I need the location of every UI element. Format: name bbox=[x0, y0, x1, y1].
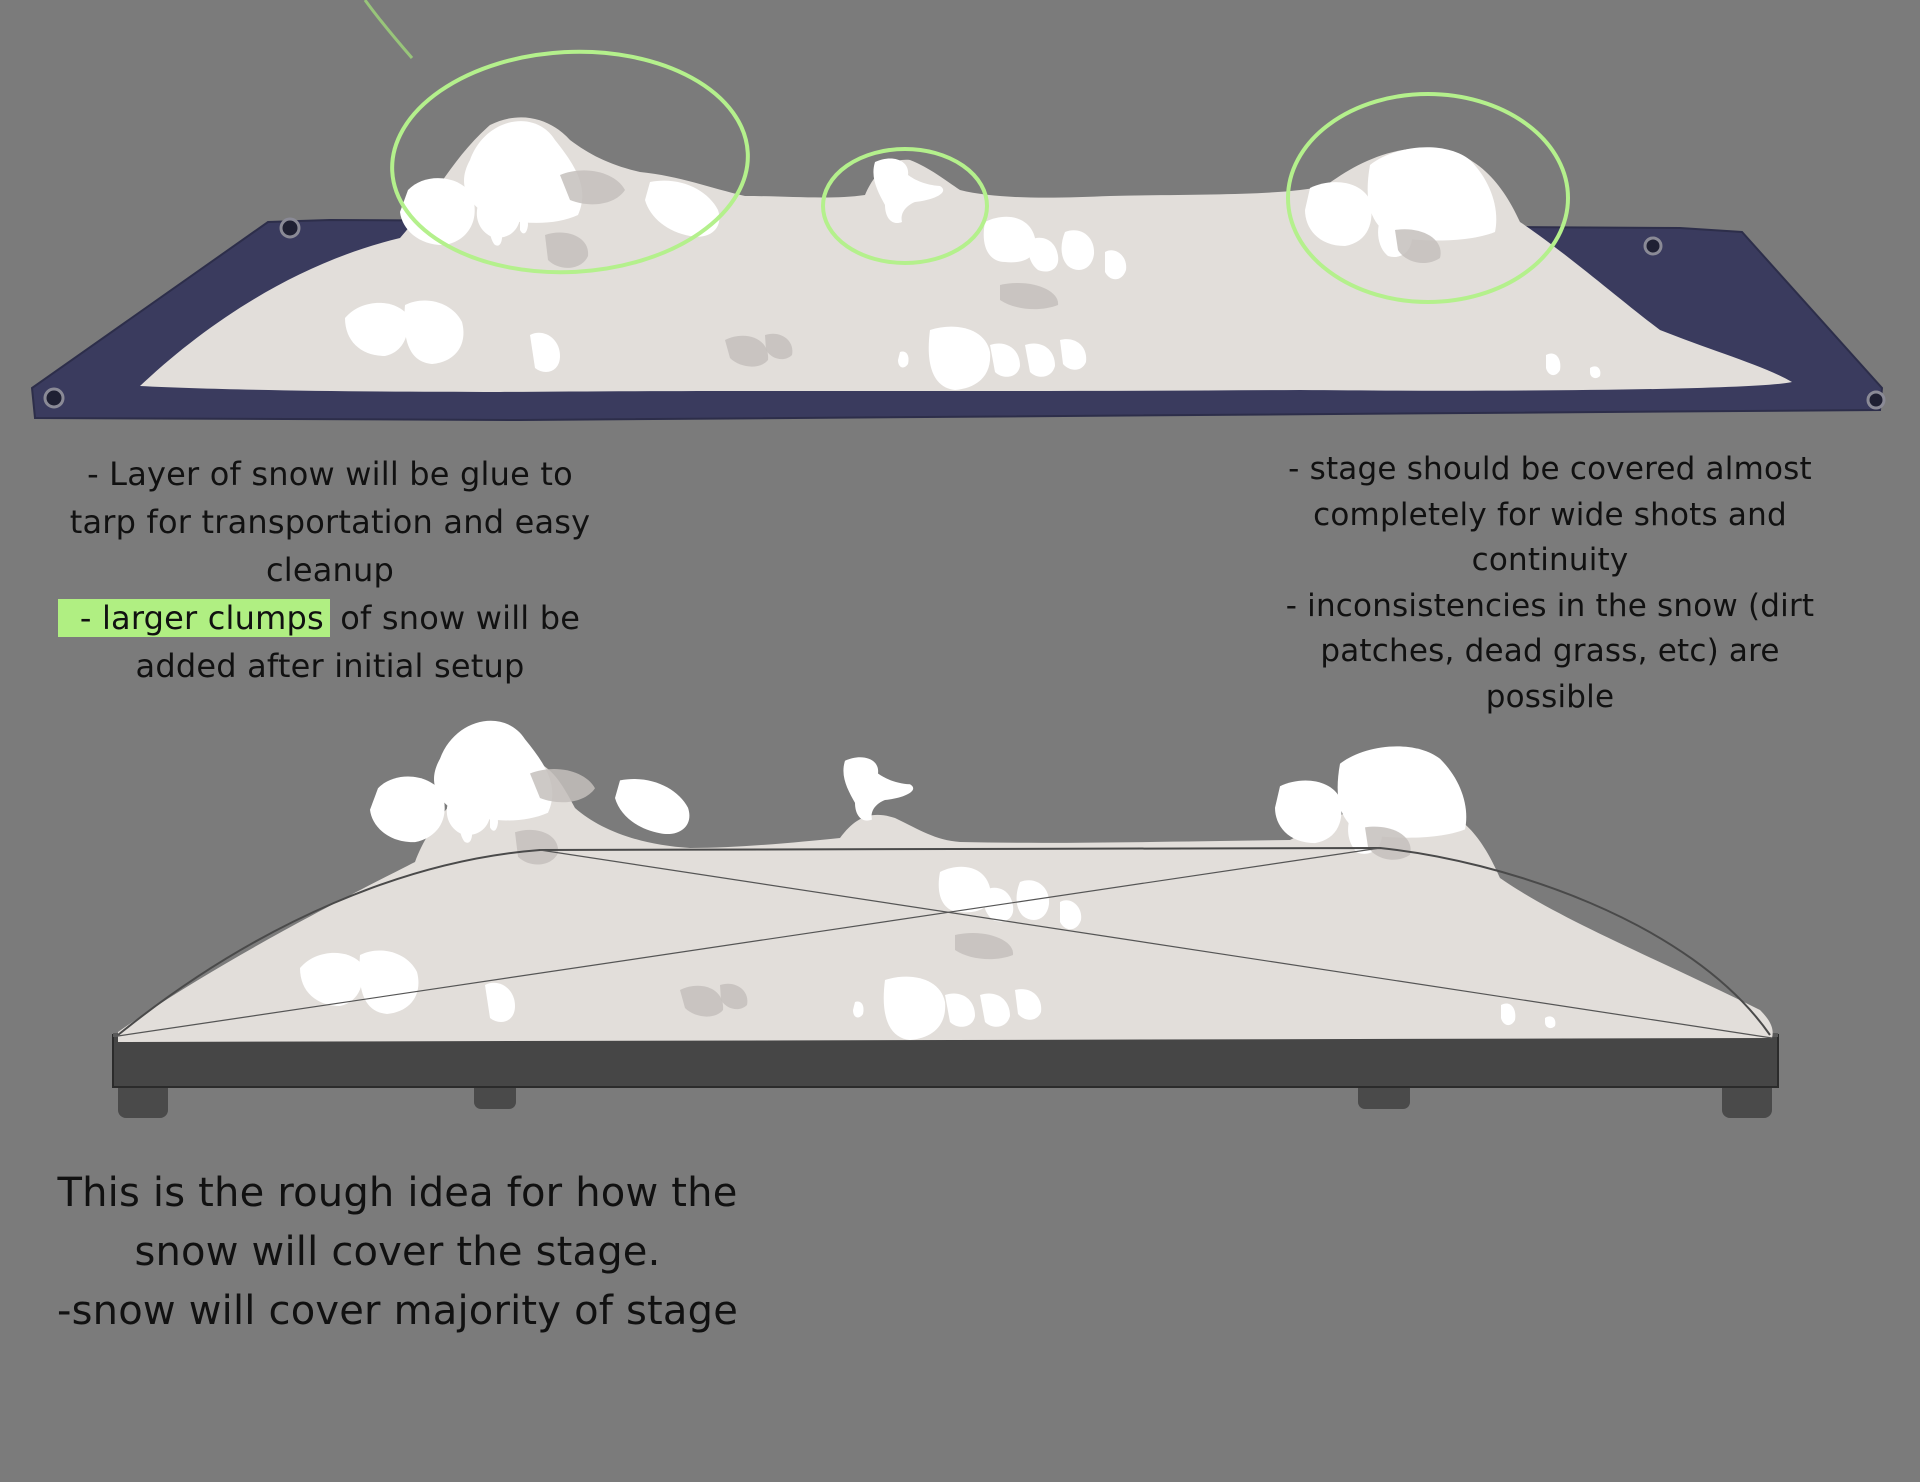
note-line: continuity bbox=[1471, 542, 1629, 578]
tarp-illustration bbox=[30, 0, 1886, 422]
note-line: tarp for transportation and easy bbox=[69, 503, 591, 541]
note-line: cleanup bbox=[265, 551, 395, 589]
grommet-icon bbox=[1643, 236, 1663, 256]
stage-diagonal-line bbox=[539, 849, 1773, 1039]
note-line: This is the rough idea for how the bbox=[57, 1170, 738, 1216]
note-snow-layer: - Layer of snow will be glue to tarp for… bbox=[30, 450, 630, 690]
snow-clump-group-middle bbox=[843, 757, 914, 821]
callout-circle-middle bbox=[821, 147, 989, 265]
stage-illustration bbox=[112, 720, 1779, 1118]
note-line: - Layer of snow will be glue to bbox=[87, 455, 573, 493]
note-line: - stage should be covered almost bbox=[1288, 451, 1812, 487]
stage-diagonal-line bbox=[117, 847, 1381, 1037]
note-line-rest: of snow will be bbox=[329, 599, 581, 637]
note-line: snow will cover the stage. bbox=[134, 1229, 661, 1275]
stage-outline bbox=[117, 846, 1771, 1036]
note-stage-coverage: - stage should be covered almost complet… bbox=[1240, 447, 1860, 720]
note-line: added after initial setup bbox=[135, 647, 525, 685]
note-line: -snow will cover majority of stage bbox=[57, 1288, 738, 1334]
note-rough-idea: This is the rough idea for how the snow … bbox=[25, 1164, 770, 1341]
note-line: possible bbox=[1485, 678, 1615, 715]
stage-platform bbox=[112, 1034, 1779, 1088]
grommet-icon bbox=[1866, 390, 1886, 410]
note-line: - larger clumps of snow will be bbox=[30, 594, 630, 642]
callout-circle-right bbox=[1286, 92, 1570, 304]
note-line: patches, dead grass, etc) are bbox=[1320, 633, 1780, 669]
green-pen-stroke bbox=[363, 0, 414, 59]
grommet-icon bbox=[43, 387, 65, 409]
grommet-icon bbox=[279, 217, 301, 239]
callout-circle-left bbox=[390, 49, 750, 275]
note-line: completely for wide shots and bbox=[1313, 496, 1787, 533]
highlighted-text: - larger clumps bbox=[57, 599, 330, 637]
note-line: - inconsistencies in the snow (dirt bbox=[1285, 587, 1815, 624]
